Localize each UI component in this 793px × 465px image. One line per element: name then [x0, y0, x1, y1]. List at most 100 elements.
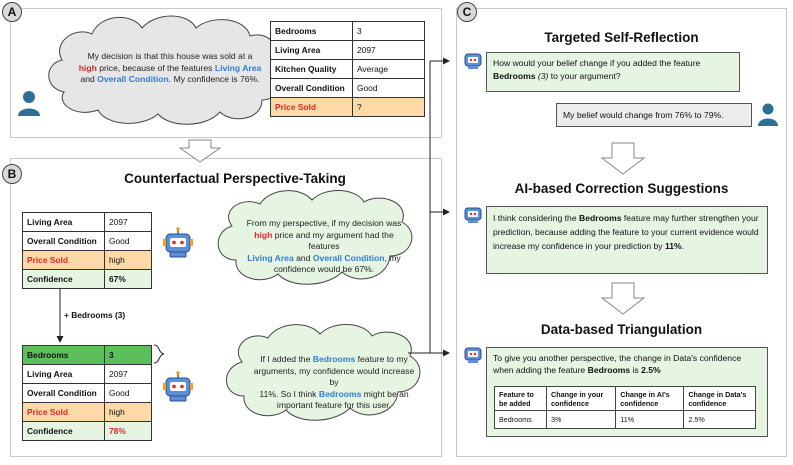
panel-b-letter: B: [2, 164, 22, 184]
triangulation-part2: is: [630, 365, 642, 375]
cloud2-line4: important feature for this user.: [276, 400, 392, 410]
panel-b-title: Counterfactual Perspective-Taking: [124, 171, 346, 186]
column-header: Change in your confidence: [545, 386, 617, 411]
column-header: Feature to be added: [494, 386, 547, 411]
high-highlight: high: [78, 62, 97, 73]
feature-value: ?: [352, 97, 425, 117]
feature-key: Kitchen Quality: [270, 59, 353, 79]
living-area-highlight: Living Area: [247, 252, 294, 263]
overall-condition-highlight: Overall Condition: [97, 74, 169, 84]
triangulation-bedrooms: Bedrooms: [587, 365, 631, 375]
cloud1-line4: confidence would be 67%.: [273, 264, 375, 274]
feature-key: Bedrooms: [22, 345, 105, 365]
panel-b-cloud-2: [226, 323, 421, 421]
table-cell: 11%: [615, 410, 685, 429]
user-icon-reply: [758, 103, 778, 126]
bedrooms-brace: [153, 344, 165, 364]
triangulation-header-row: Feature to be added Change in your confi…: [494, 386, 756, 411]
feature-key: Living Area: [22, 364, 105, 384]
robot-icon-1: [163, 227, 193, 258]
targeted-self-reflection-title: Targeted Self-Reflection: [544, 30, 699, 45]
question-line2: to your argument?: [548, 71, 621, 81]
overall-condition-highlight: Overall Condition: [312, 252, 385, 263]
user-icon: [18, 91, 40, 116]
robot-icon-c1: [464, 53, 482, 69]
bedrooms-highlight: Bedrooms: [312, 354, 356, 364]
column-header: Change in Data's confidence: [683, 386, 756, 411]
question-bedrooms-count: (3): [535, 71, 549, 81]
ai-correction-title: AI-based Correction Suggestions: [514, 181, 729, 196]
panel-a-cloud-text: My decision is that this house was sold …: [72, 51, 268, 86]
cloud2-line2: arguments, my confidence would increase …: [253, 365, 415, 388]
feature-value: Good: [104, 231, 152, 251]
cloud2-line1b: feature to my: [355, 354, 408, 364]
triangulation-percent: 2.5%: [641, 365, 661, 375]
robot-icon-c2: [464, 207, 482, 223]
cloud1-line2: price and my argument had the features: [272, 229, 394, 252]
feature-key: Overall Condition: [270, 78, 353, 98]
panel-a-line3: . My confidence is 76%.: [168, 74, 260, 84]
panel-b-cloud-2-text: If I added the Bedrooms feature to my ar…: [252, 354, 416, 412]
column-header: Change in AI's confidence: [615, 386, 685, 411]
high-highlight: high: [254, 229, 273, 240]
feature-key: Living Area: [270, 40, 353, 60]
panel-a-line1: My decision is that this house was sold …: [87, 51, 253, 61]
feature-value: 3: [352, 21, 425, 41]
ai-correction-suggestion: I think considering the Bedrooms feature…: [486, 206, 768, 274]
feature-value: 2097: [352, 40, 425, 60]
data-triangulation-title: Data-based Triangulation: [540, 322, 703, 337]
cloud1-line3: , my: [384, 252, 401, 263]
robot-icon-2: [163, 371, 193, 402]
feature-value: Average: [352, 59, 425, 79]
table-row-price: Price Sold?: [270, 97, 425, 117]
feature-key: Overall Condition: [22, 231, 105, 251]
question-line1: How would your belief change if you adde…: [493, 58, 701, 68]
panel-c-letter: C: [457, 2, 477, 22]
suggestion-part2: feature may further strengthen your pred…: [493, 213, 759, 251]
triangulation-table: Feature to be added Change in your confi…: [494, 386, 756, 429]
bedrooms-highlight: Bedrooms: [318, 388, 362, 399]
panel-a-letter: A: [2, 2, 22, 22]
feature-value: high: [104, 250, 152, 270]
living-area-highlight: Living Area: [214, 62, 262, 73]
feature-key: Price Sold: [270, 97, 353, 117]
suggestion-period: .: [681, 241, 685, 251]
connector-lines: [408, 57, 450, 357]
feature-key: Overall Condition: [22, 383, 105, 403]
cloud2-line3b: might be an: [361, 388, 409, 399]
feature-value: 78%: [104, 421, 152, 441]
feature-key: Confidence: [22, 269, 105, 289]
arrow-label: + Bedrooms (3): [64, 310, 126, 320]
table-cell: 3%: [545, 410, 617, 429]
panel-a-and: and: [80, 74, 98, 84]
suggestion-part1: I think considering the: [493, 213, 579, 223]
cloud2-line1: If I added the: [260, 354, 313, 364]
question-bedrooms: Bedrooms: [493, 71, 536, 81]
feature-value: 2097: [104, 364, 152, 384]
panel-b-cloud-1-text: From my perspective, if my decision was …: [242, 218, 406, 276]
self-reflection-question: How would your belief change if you adde…: [486, 52, 740, 92]
feature-value: 67%: [104, 269, 152, 289]
feature-value: 3: [104, 345, 152, 365]
flow-arrow-a-to-b: [178, 139, 222, 163]
table-row: Bedrooms 3% 11% 2.5%: [494, 410, 756, 429]
triangulation-part1: To give you another perspective, the cha…: [493, 353, 742, 375]
suggestion-percent: 11%: [664, 241, 682, 251]
panel-b-cloud-1: [217, 189, 413, 285]
suggestion-bedrooms: Bedrooms: [579, 213, 622, 223]
cloud1-line1: From my perspective, if my decision was: [246, 218, 402, 228]
